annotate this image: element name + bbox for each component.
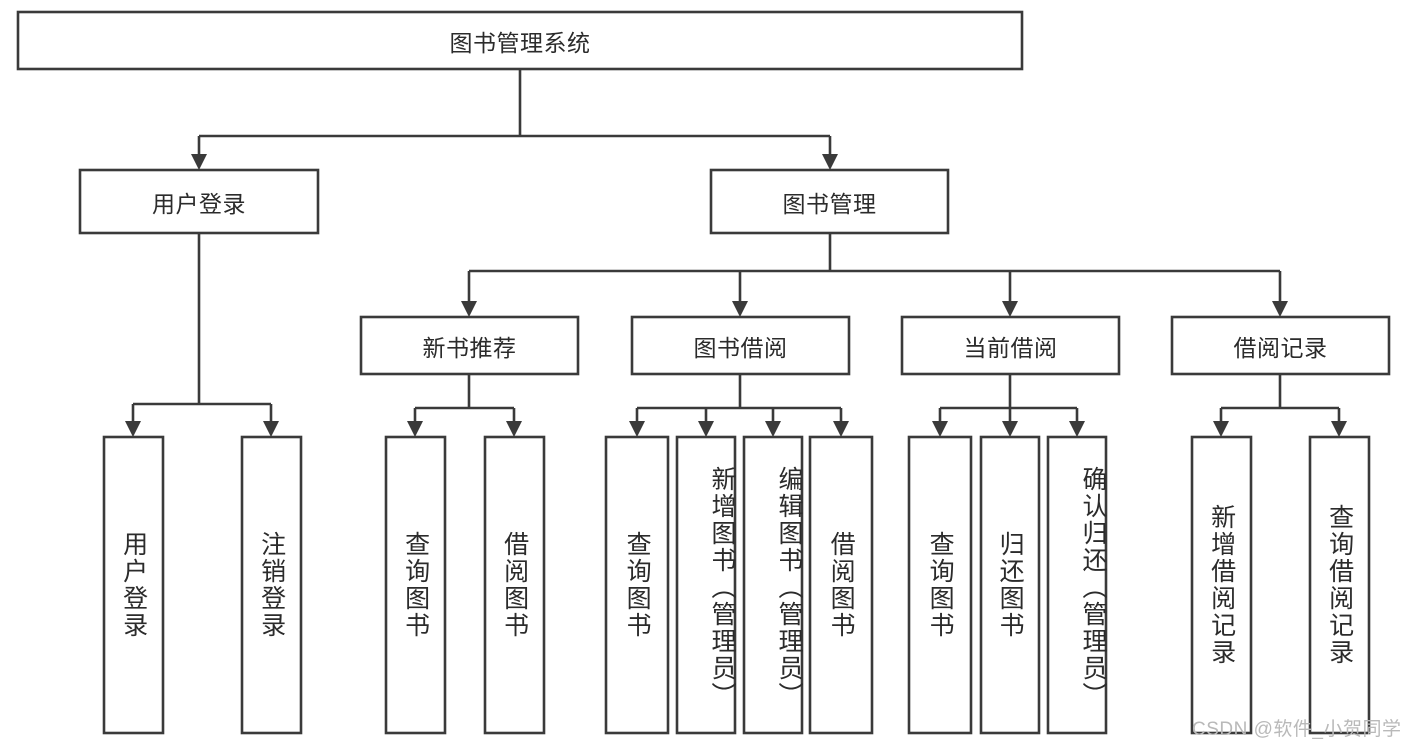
node-box-root[interactable]: [16, 10, 1024, 71]
node-box-leaf-add-borrow-record[interactable]: [1190, 435, 1253, 735]
node-box-book-borrow[interactable]: [630, 315, 851, 376]
node-box-leaf-query-book-current[interactable]: [907, 435, 973, 735]
edges-root-to-level2: [191, 69, 838, 170]
node-box-leaf-return-book[interactable]: [979, 435, 1041, 735]
arrowhead-leaf-borrow-book-recommend: [506, 421, 522, 437]
edges-new-book-recommend-to-leaves: [407, 374, 522, 437]
node-box-book-management[interactable]: [709, 168, 950, 235]
arrowhead-leaf-add-book: [698, 421, 714, 437]
edges-borrow-record-to-leaves: [1213, 374, 1347, 437]
arrowhead-leaf-query-borrow-record: [1331, 421, 1347, 437]
arrowhead-borrow-record: [1272, 301, 1288, 317]
node-box-leaf-query-borrow-record[interactable]: [1308, 435, 1371, 735]
arrowhead-user-login: [191, 154, 207, 170]
arrowhead-leaf-query-book-recommend: [407, 421, 423, 437]
arrowhead-book-management: [822, 154, 838, 170]
edges-current-borrow-to-leaves: [932, 374, 1085, 437]
arrowhead-leaf-return-book: [1002, 421, 1018, 437]
node-box-user-login[interactable]: [78, 168, 320, 235]
node-box-current-borrow[interactable]: [900, 315, 1121, 376]
node-box-leaf-add-book[interactable]: [675, 435, 737, 735]
node-box-leaf-query-book-borrow[interactable]: [604, 435, 670, 735]
arrowhead-current-borrow: [1002, 301, 1018, 317]
csdn-watermark: CSDN @软件_小贺同学: [1192, 719, 1402, 740]
node-box-leaf-borrow-book[interactable]: [808, 435, 874, 735]
node-box-leaf-confirm-return[interactable]: [1046, 435, 1108, 735]
node-box-leaf-user-login[interactable]: [102, 435, 165, 735]
arrowhead-book-borrow: [732, 301, 748, 317]
arrowhead-leaf-confirm-return: [1069, 421, 1085, 437]
node-box-leaf-borrow-book-recommend[interactable]: [483, 435, 546, 735]
edges-book-management-to-level3: [461, 233, 1288, 317]
arrowhead-leaf-logout: [263, 421, 279, 437]
node-box-new-book-recommend[interactable]: [359, 315, 580, 376]
node-box-leaf-query-book-recommend[interactable]: [384, 435, 447, 735]
node-box-leaf-edit-book[interactable]: [742, 435, 804, 735]
node-box-leaf-logout[interactable]: [240, 435, 303, 735]
arrowhead-leaf-user-login: [125, 421, 141, 437]
arrowhead-leaf-query-book-borrow: [629, 421, 645, 437]
edges-book-borrow-to-leaves: [629, 374, 849, 437]
arrowhead-leaf-add-borrow-record: [1213, 421, 1229, 437]
node-box-borrow-record[interactable]: [1170, 315, 1391, 376]
arrowhead-leaf-query-book-current: [932, 421, 948, 437]
arrowhead-leaf-borrow-book: [833, 421, 849, 437]
arrowhead-new-book-recommend: [461, 301, 477, 317]
arrowhead-leaf-edit-book: [765, 421, 781, 437]
edges-user-login-to-leaves: [125, 233, 279, 437]
